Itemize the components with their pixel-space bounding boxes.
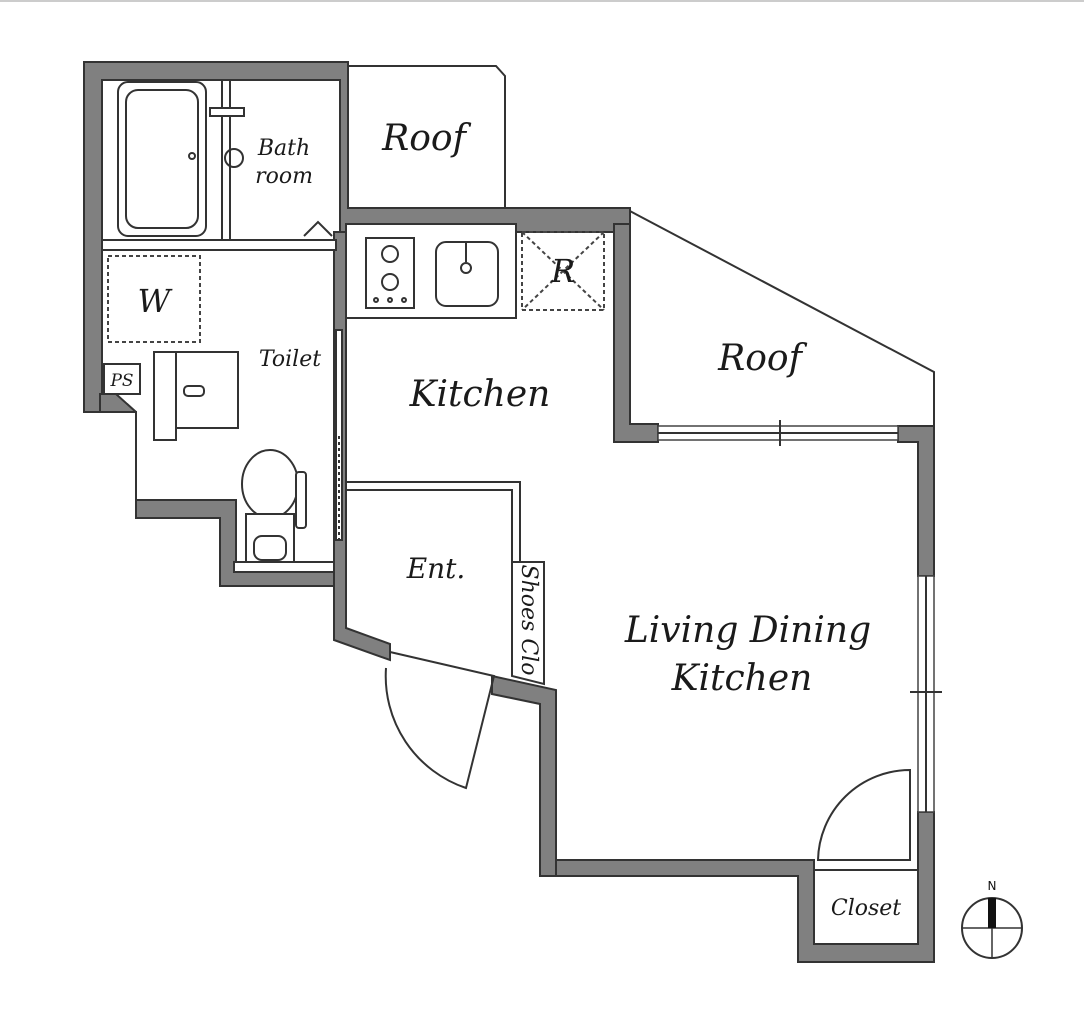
- pipe-space-label: PS: [109, 371, 133, 391]
- compass-icon: [961, 897, 1023, 959]
- ldk-label: Living Dining: [624, 610, 871, 651]
- bathtub-drain-icon: [188, 152, 196, 160]
- refrigerator-cross: [521, 231, 605, 311]
- entrance-label: Ent.: [406, 552, 466, 585]
- refrigerator-space: [521, 231, 605, 311]
- bath-door-icon: [303, 220, 333, 237]
- toilet-bowl-icon: [241, 449, 299, 519]
- entrance-partition: [346, 481, 521, 562]
- closet-box: [813, 869, 919, 945]
- refrigerator-label: R: [550, 252, 575, 290]
- closet-label: Closet: [831, 896, 901, 921]
- faucet-icon: [460, 262, 472, 274]
- washer-label: W: [138, 282, 174, 320]
- roof-right-label: Roof: [717, 338, 807, 379]
- shoes-closet-box: [511, 561, 545, 686]
- bathroom-label-2: room: [255, 164, 313, 189]
- roof-top-outline: [348, 65, 506, 207]
- roof-top-label: Roof: [381, 118, 471, 159]
- entrance-door-icon: [384, 651, 496, 790]
- ldk-label-2: Kitchen: [671, 658, 813, 699]
- pipe-space-box: [103, 363, 141, 395]
- kitchen-label: Kitchen: [409, 374, 551, 415]
- burner-icon: [381, 245, 399, 263]
- wash-basin-counter: [153, 351, 177, 441]
- shoes-closet-label: Shoes Clo: [516, 565, 541, 676]
- bathtub-icon: [125, 89, 199, 229]
- wall-ldk-left: [491, 674, 557, 877]
- compass-north-label: N: [988, 879, 997, 893]
- washer-space: [107, 255, 201, 343]
- wall-right-upper: [897, 425, 935, 577]
- knob-icon: [373, 297, 379, 303]
- roof-right-outline: [627, 209, 935, 428]
- wall-kitchen-right: [613, 223, 659, 443]
- toilet-bottom-wall: [233, 561, 335, 573]
- knob-icon: [387, 297, 393, 303]
- bathroom-label: Bath: [257, 136, 310, 161]
- toilet-seat-icon: [253, 535, 287, 561]
- partition-bath-toilet: [101, 239, 337, 251]
- shower-head-icon: [224, 148, 244, 168]
- knob-icon: [401, 297, 407, 303]
- toilet-tank-icon: [295, 471, 307, 529]
- shower-faucet-icon: [209, 107, 245, 117]
- closet-door-icon: [816, 768, 911, 861]
- faucet-icon: [183, 385, 205, 397]
- burner-icon: [381, 273, 399, 291]
- toilet-label: Toilet: [259, 347, 321, 372]
